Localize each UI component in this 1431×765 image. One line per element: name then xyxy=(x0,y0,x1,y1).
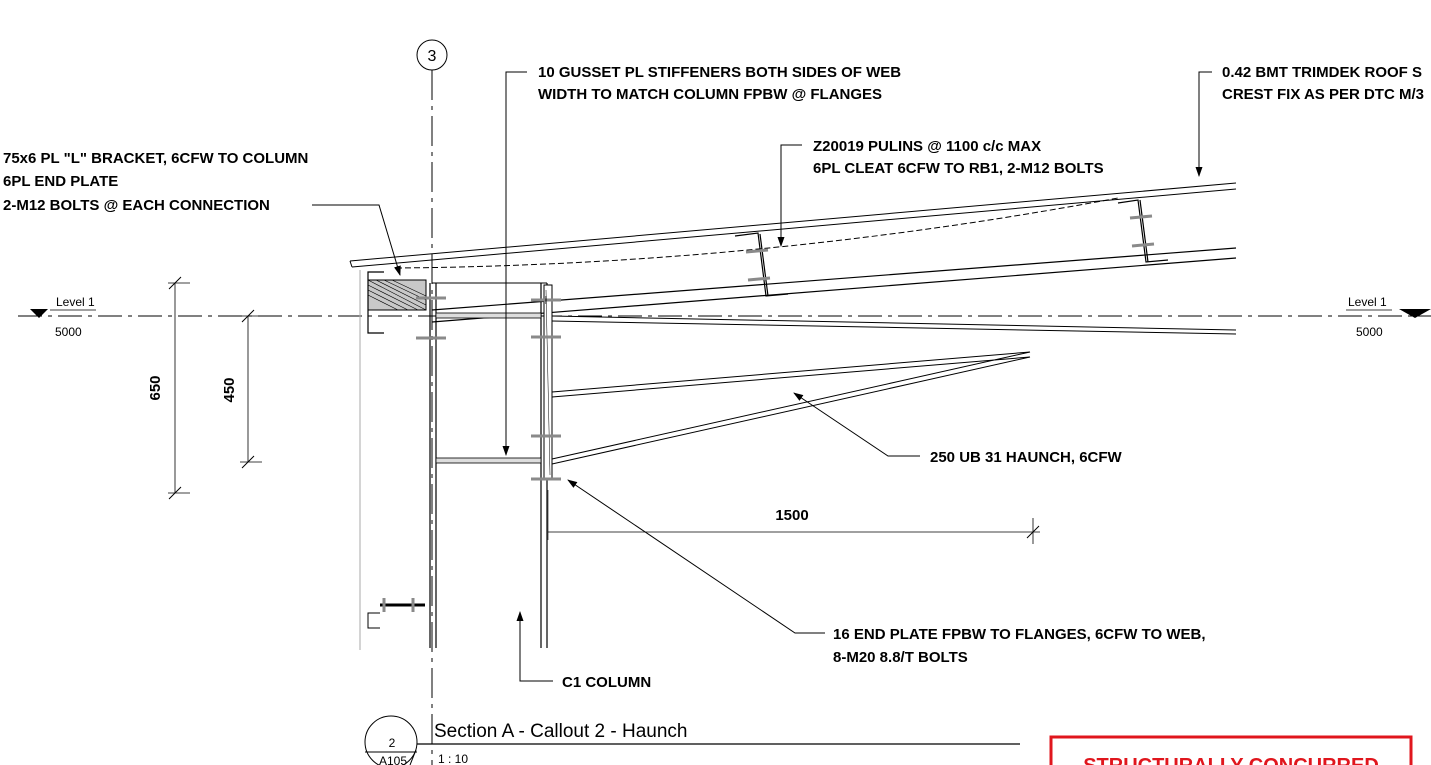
sheet-profile-hidden xyxy=(395,197,1119,269)
view-sheet: A105 xyxy=(379,754,407,765)
grid-line-3: 3 xyxy=(416,39,448,765)
l-bracket xyxy=(367,271,427,334)
haunch xyxy=(551,315,1237,465)
purlin-1 xyxy=(734,232,789,297)
dim-650-text: 650 xyxy=(147,375,164,400)
note-bracket-3: 2-M12 BOLTS @ EACH CONNECTION xyxy=(3,197,270,214)
bottom-girt xyxy=(367,598,425,629)
stamp-text: STRUCTURALLY CONCURRED xyxy=(1083,755,1379,765)
leader-endplate xyxy=(567,479,825,634)
note-roof-1: 0.42 BMT TRIMDEK ROOF S xyxy=(1222,64,1422,81)
stiffener-top xyxy=(435,312,542,319)
note-column: C1 COLUMN xyxy=(562,674,651,691)
leader-bracket xyxy=(312,204,401,276)
dimension-450: 450 xyxy=(221,309,262,469)
leader-roof xyxy=(1195,71,1212,177)
connection-bolts xyxy=(416,296,561,481)
view-title: 2 A105 Section A - Callout 2 - Haunch 1 … xyxy=(364,715,1020,765)
stiffener-bottom xyxy=(435,457,542,464)
level-line: Level 1 5000 Level 1 5000 xyxy=(18,295,1431,339)
leader-column xyxy=(516,611,553,682)
view-name: Section A - Callout 2 - Haunch xyxy=(434,721,687,742)
level-name-left: Level 1 xyxy=(56,295,95,309)
dim-1500-text: 1500 xyxy=(775,507,808,524)
note-haunch: 250 UB 31 HAUNCH, 6CFW xyxy=(930,449,1123,466)
note-bracket-2: 6PL END PLATE xyxy=(3,173,118,190)
level-marker-left-icon xyxy=(30,309,48,318)
view-title-bubble xyxy=(364,715,418,765)
view-scale: 1 : 10 xyxy=(438,752,468,765)
concurrence-stamp: STRUCTURALLY CONCURRED xyxy=(1049,735,1413,765)
purlin-c-section xyxy=(367,271,384,334)
dimension-1500: 1500 xyxy=(547,490,1040,544)
stamp-border xyxy=(1049,735,1413,765)
view-number: 2 xyxy=(389,736,396,750)
note-gusset-1: 10 GUSSET PL STIFFENERS BOTH SIDES OF WE… xyxy=(538,64,901,81)
note-gusset-2: WIDTH TO MATCH COLUMN FPBW @ FLANGES xyxy=(538,86,882,103)
dimension-650: 650 xyxy=(147,276,190,500)
leader-purlin xyxy=(777,144,802,247)
level-value-left: 5000 xyxy=(55,325,82,339)
note-purlin-1: Z20019 PULINS @ 1100 c/c MAX xyxy=(813,138,1041,155)
level-name-right: Level 1 xyxy=(1348,295,1387,309)
note-roof-2: CREST FIX AS PER DTC M/3 xyxy=(1222,86,1424,103)
roof-sheeting xyxy=(349,182,1237,269)
leader-gusset xyxy=(502,71,527,456)
note-endplate-2: 8-M20 8.8/T BOLTS xyxy=(833,649,968,666)
column-c1 xyxy=(359,270,553,650)
leader-haunch xyxy=(793,392,920,457)
note-endplate-1: 16 END PLATE FPBW TO FLANGES, 6CFW TO WE… xyxy=(833,626,1206,643)
grid-label: 3 xyxy=(428,48,437,65)
level-marker-right-icon xyxy=(1399,309,1431,318)
note-bracket-1: 75x6 PL "L" BRACKET, 6CFW TO COLUMN xyxy=(3,150,308,167)
dim-450-text: 450 xyxy=(221,377,238,402)
note-purlin-2: 6PL CLEAT 6CFW TO RB1, 2-M12 BOLTS xyxy=(813,160,1104,177)
level-value-right: 5000 xyxy=(1356,325,1383,339)
rafter xyxy=(431,247,1237,323)
purlin-2 xyxy=(1117,199,1169,263)
